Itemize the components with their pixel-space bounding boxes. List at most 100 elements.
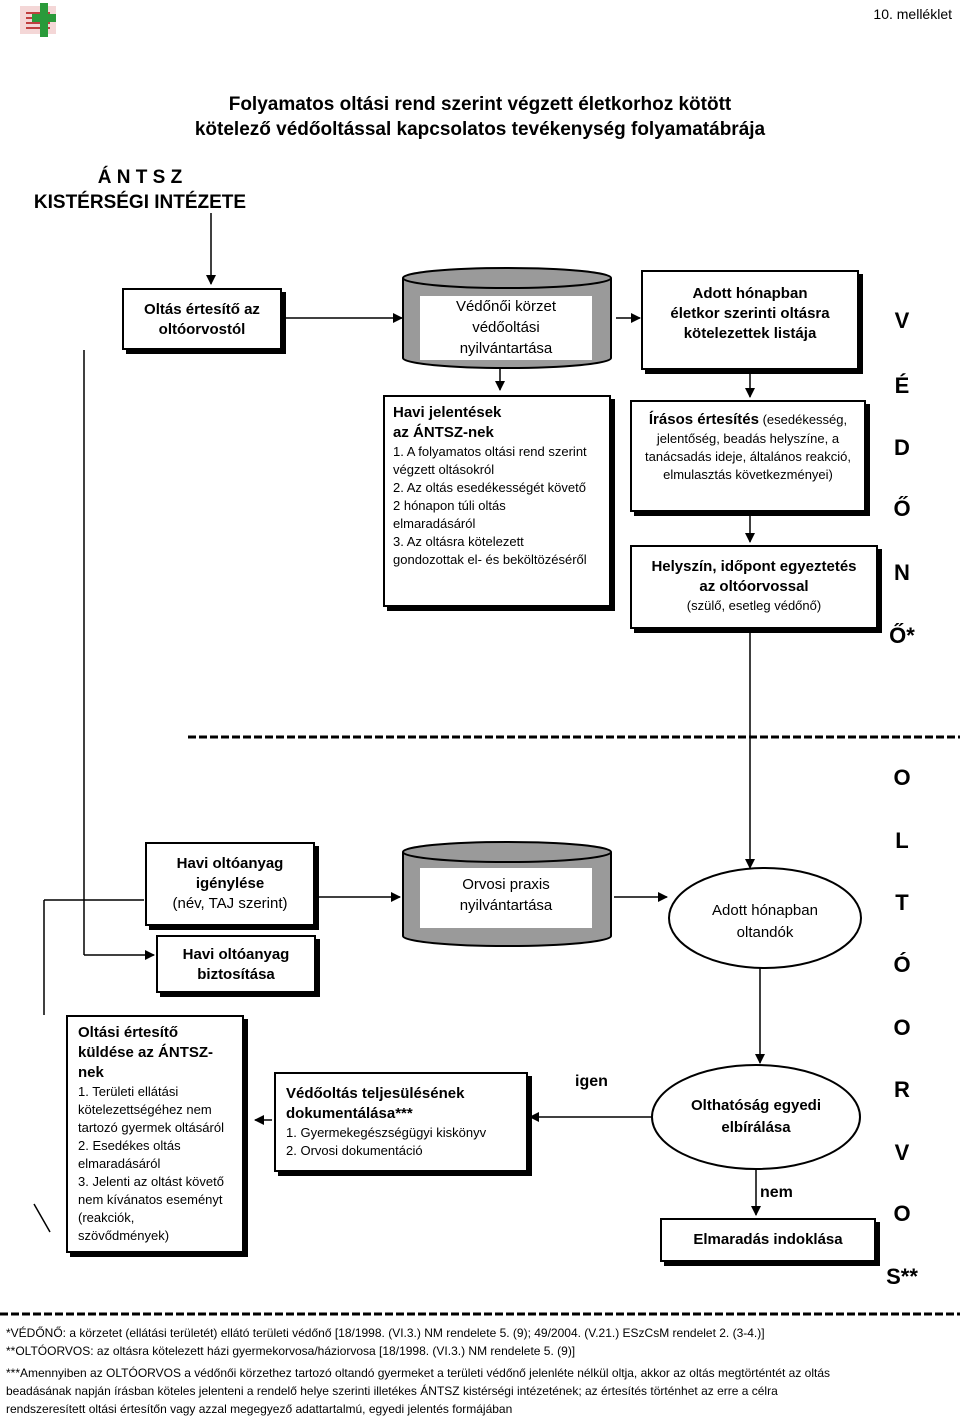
oltandok-line1: Adott hónapban (712, 902, 818, 919)
olthatosag-line2: elbírálása (721, 1119, 791, 1136)
side-oltoorvos-letter: O (893, 1201, 911, 1226)
havi-jelentesek-item: 1. A folyamatos oltási rend szerint (393, 444, 587, 459)
kuldese-item: 1. Területi ellátási (78, 1084, 179, 1099)
antsz-logo (20, 3, 56, 37)
footnote-oltoorvos: **OLTÓORVOS: az oltásra kötelezett házi … (6, 1344, 576, 1358)
page-title-line2: kötelező védőoltással kapcsolatos tevéke… (194, 119, 766, 140)
side-vedono-letter: N (894, 560, 910, 585)
helyszin-line3: (szülő, esetleg védőnő) (686, 598, 822, 613)
orvosi-praxis-line2: nyilvántartása (459, 897, 553, 914)
institute-line1: Á N T S Z (97, 167, 183, 188)
kuldese-item: szövődmények) (78, 1228, 170, 1243)
elmaradas-box: Elmaradás indoklása (660, 1218, 876, 1262)
kuldese-title-line: küldése az ÁNTSZ- (78, 1044, 214, 1061)
teljesules-title-line: dokumentálása*** (286, 1105, 413, 1122)
kuldese-item: 2. Esedékes oltás (78, 1138, 181, 1153)
oltas-ertesito-box: Oltás értesítő az oltóorvostól (122, 288, 282, 350)
kuldese-item: 3. Jelenti az oltást követő (78, 1174, 224, 1189)
side-vedono-letter: Ő* (889, 623, 915, 648)
oltas-ertesito-label: Oltás értesítő az oltóorvostól (144, 301, 260, 338)
havi-jelentesek-item: 2 hónapon túli oltás (393, 498, 506, 513)
kuldese-item: (reakciók, (78, 1210, 135, 1225)
igenyles-line3: (név, TAJ szerint) (172, 895, 288, 912)
page-title-line1: Folyamatos oltási rend szerint végzett é… (228, 94, 732, 115)
kuldese-item: tartozó gyermek oltásáról (78, 1120, 224, 1135)
nem-label: nem (760, 1184, 793, 1201)
institute-heading: Á N T S Z KISTÉRSÉGI INTÉZETE (30, 165, 250, 215)
side-oltoorvos-letter: O (893, 765, 911, 790)
havi-jelentesek-item: végzett oltásokról (393, 462, 495, 477)
oltandok-line2: oltandók (736, 924, 794, 941)
havi-oltoanyag-igenyles-box: Havi oltóanyag igénylése (név, TAJ szeri… (145, 842, 315, 926)
irasos-ertesites-line: tanácsadás ideje, általános reakció, (645, 449, 851, 464)
adott-honapban-lista-box: Adott hónapban életkor szerinti oltásra … (641, 270, 859, 370)
igen-label: igen (575, 1073, 608, 1090)
havi-jelentesek-item: gondozottak el- és beköltözéséről (393, 552, 587, 567)
lista-line1: Adott hónapban (692, 285, 808, 302)
side-oltoorvos-letter: Ó (893, 952, 911, 977)
elmaradas-label: Elmaradás indoklása (693, 1231, 843, 1248)
olthatosag-line1: Olthatóság egyedi (690, 1097, 822, 1114)
side-vedono-letter: Ő (893, 496, 911, 521)
irasos-ertesites-line: jelentőség, beadás helyszíne, a (656, 431, 840, 446)
vedonoi-korzet-line1: Védőnői körzet (455, 298, 557, 315)
biztositas-line2: biztosítása (197, 966, 275, 983)
teljesules-item: 2. Orvosi dokumentáció (286, 1143, 423, 1158)
footnote-amennyiben-line2: beadásának napján írásban köteles jelent… (6, 1384, 778, 1398)
vedonoi-korzet-line2: védőoltási (472, 319, 540, 336)
footnote-amennyiben-line3: rendszeresített oltási értesítőn vagy az… (6, 1402, 513, 1416)
teljesules-item: 1. Gyermekegészségügyi kiskönyv (286, 1125, 487, 1140)
havi-jelentesek-title2: az ÁNTSZ-nek (393, 424, 494, 441)
irasos-ertesites-text: (esedékesség, (758, 412, 848, 427)
orvosi-praxis-line1: Orvosi praxis (462, 876, 550, 893)
igenyles-line2: igénylése (195, 875, 265, 892)
page-title: Folyamatos oltási rend szerint végzett é… (0, 92, 960, 142)
havi-oltoanyag-biztositas-box: Havi oltóanyag biztosítása (156, 935, 316, 993)
vedonoi-korzet-cylinder (402, 267, 612, 369)
helyszin-box: Helyszín, időpont egyeztetés az oltóorvo… (630, 545, 878, 629)
side-vedono-letter: V (894, 308, 910, 333)
side-oltoorvos-letter: R (894, 1077, 910, 1102)
vedooltas-teljesules-box: Védőoltás teljesülésének dokumentálása**… (274, 1072, 528, 1172)
havi-jelentesek-item: elmaradásáról (393, 516, 476, 531)
irasos-ertesites-line: elmulasztás következményei) (663, 467, 833, 482)
footnote-amennyiben-line1: ***Amennyiben az OLTÓORVOS a védőnői kör… (6, 1366, 831, 1380)
irasos-ertesites-title: Írásos értesítés (648, 411, 759, 428)
side-oltoorvos-letter: T (895, 890, 909, 915)
havi-jelentesek-title1: Havi jelentések (393, 404, 502, 421)
biztositas-line1: Havi oltóanyag (182, 946, 290, 963)
havi-jelentesek-item: 3. Az oltásra kötelezett (393, 534, 524, 549)
adott-honapban-oltandok-ellipse (668, 867, 862, 969)
havi-jelentesek-item: 2. Az oltás esedékességét követő (393, 480, 586, 495)
kuldese-item: elmaradásáról (78, 1156, 161, 1171)
vedonoi-korzet-line3: nyilvántartása (459, 340, 553, 357)
side-oltoorvos-letter: S** (886, 1264, 918, 1289)
kuldese-title-line: Oltási értesítő (78, 1024, 179, 1041)
helyszin-line2: az oltóorvossal (699, 578, 809, 595)
side-vedono-letter: É (894, 373, 910, 398)
side-vedono-letter: D (894, 435, 910, 460)
adott-honapban-oltandok-label: Adott hónapban oltandók (669, 900, 861, 944)
irasos-ertesites-box: Írásos értesítés (esedékesség, jelentősé… (630, 400, 866, 512)
orvosi-praxis-cylinder (402, 841, 612, 947)
orvosi-praxis-label: Orvosi praxis nyilvántartása (420, 874, 592, 916)
side-oltoorvos-letter: O (893, 1015, 911, 1040)
footnote-vedono: *VÉDŐNŐ: a körzetet (ellátási területét)… (6, 1326, 765, 1340)
lista-line3: kötelezettek listája (683, 325, 817, 342)
teljesules-title-line: Védőoltás teljesülésének (286, 1085, 465, 1102)
kuldese-title-line: nek (78, 1064, 104, 1081)
olthatosag-label: Olthatóság egyedi elbírálása (652, 1095, 860, 1139)
havi-jelentesek-box: Havi jelentések az ÁNTSZ-nek 1. A folyam… (383, 395, 611, 607)
institute-line2: KISTÉRSÉGI INTÉZETE (33, 192, 247, 213)
kuldese-item: kötelezettségéhez nem (78, 1102, 212, 1117)
igenyles-line1: Havi oltóanyag (176, 855, 284, 872)
vedonoi-korzet-label: Védőnői körzet védőoltási nyilvántartása (420, 296, 592, 359)
side-oltoorvos-letter: L (895, 828, 909, 853)
annex-label: 10. melléklet (873, 6, 952, 22)
oltasi-ertesito-kuldese-box: Oltási értesítő küldése az ÁNTSZ- nek 1.… (66, 1015, 244, 1253)
side-oltoorvos-letter: V (894, 1140, 910, 1165)
kuldese-item: nem kívánatos eseményt (78, 1192, 223, 1207)
helyszin-line1: Helyszín, időpont egyeztetés (651, 558, 857, 575)
footnotes: *VÉDŐNŐ: a körzetet (ellátási területét)… (6, 1324, 956, 1418)
